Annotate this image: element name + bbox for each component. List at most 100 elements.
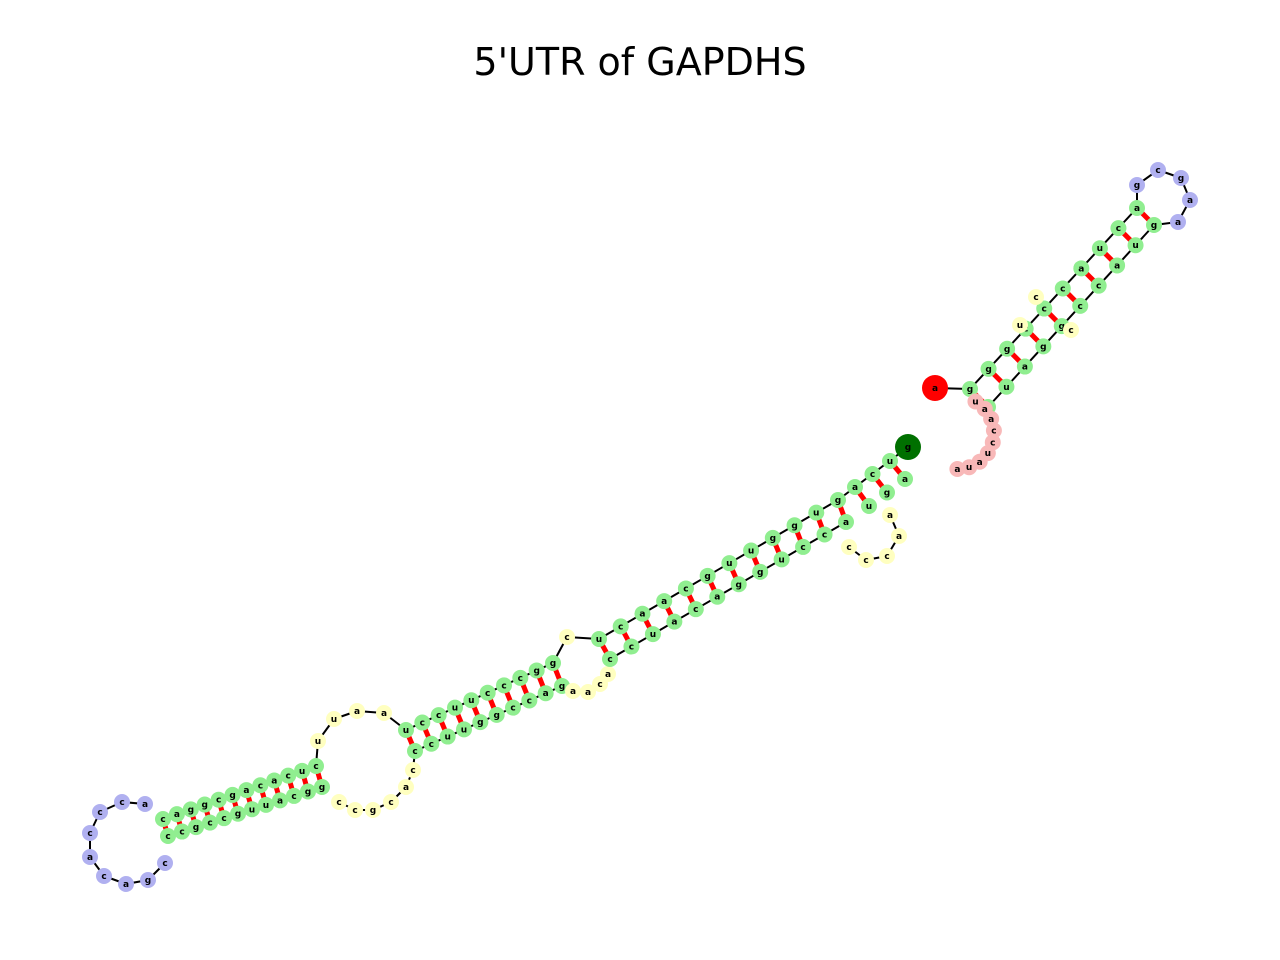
stem-e-nt: a	[1016, 358, 1033, 375]
nucleotide-label: a	[381, 709, 387, 719]
hairpin-a-nt: c	[92, 804, 108, 820]
nucleotide-label: c	[412, 747, 417, 757]
nucleotide-label: c	[179, 828, 184, 838]
stem-a-nt-dot	[238, 782, 255, 799]
stem-a-nt: g	[314, 779, 330, 795]
stem-e-nt-dot	[999, 340, 1016, 357]
stem-b-nt: c	[512, 669, 529, 686]
nucleotide-label: g	[188, 805, 194, 815]
stem-b-nt-dot	[398, 722, 414, 738]
nucleotide-label: c	[410, 766, 415, 776]
stem-e-nt: u	[998, 378, 1015, 395]
nucleotide-label: u	[315, 737, 321, 747]
stem-b-nt-dot	[414, 714, 431, 731]
stem-a-nt: c	[202, 814, 218, 831]
stem-e-nt: c	[1054, 280, 1071, 297]
nucleotide-label: a	[277, 796, 283, 806]
interior-loop-nt-dot	[326, 711, 342, 727]
nucleotide-label: a	[852, 483, 858, 493]
stem-e-nt: c	[1090, 277, 1107, 294]
stem-c-nt: u	[591, 631, 607, 647]
nucleotide-label: a	[543, 689, 549, 699]
nucleotide-label: c	[629, 643, 634, 653]
nucleotide-label: a	[671, 618, 677, 628]
stem-c-nt: g	[699, 567, 716, 584]
stem-a-nt-dot	[160, 828, 176, 844]
nucleotide-label: u	[726, 559, 732, 569]
stem-c-nt: c	[612, 618, 629, 635]
stem-b-nt-dot	[537, 685, 554, 702]
nucleotide-label: g	[791, 521, 797, 531]
nucleotide-label: c	[800, 543, 805, 553]
nucleotide-label: a	[954, 465, 960, 475]
nucleotide-label: c	[336, 798, 341, 808]
nucleotide-label: u	[331, 715, 337, 725]
stem-c-nt-dot	[602, 651, 618, 667]
nucleotide-label: g	[884, 489, 890, 499]
stem-e-nt-dot	[1073, 260, 1090, 277]
dangling-tail-nt-dot	[985, 422, 1002, 439]
nucleotide-label: a	[87, 853, 93, 863]
stem-b-nt-dot	[479, 684, 496, 701]
stem-a-nt: a	[272, 792, 288, 809]
bulge-nt-dot	[1028, 289, 1044, 305]
interior-loop-nt: g	[365, 802, 381, 818]
nucleotide-label: g	[704, 572, 710, 582]
loop-c-nt: a	[882, 507, 898, 523]
nucleotide-label: g	[1040, 342, 1046, 352]
stem-e-nt-dot	[1127, 237, 1144, 254]
nucleotide-label: c	[286, 772, 291, 782]
interior-loop-nt: a	[600, 666, 616, 682]
interior-loop-nt: c	[383, 794, 399, 810]
stem-a-nt: c	[160, 828, 176, 844]
interior-loop-nt: a	[376, 705, 392, 721]
hairpin-e-nt: a	[1170, 214, 1186, 230]
stem-d-nt: u	[861, 498, 877, 514]
nucleotide-label: u	[468, 696, 474, 706]
interior-loop-nt: c	[331, 794, 347, 810]
nucleotide-label: a	[1114, 261, 1120, 271]
hairpin-a-nt-dot	[92, 804, 108, 820]
dangling-tail-nt: u	[961, 459, 978, 476]
nucleotide-label: c	[388, 798, 393, 808]
nucleotide-label: c	[822, 530, 827, 540]
hairpin-a-nt-dot	[96, 868, 112, 884]
stem-a-nt-dot	[168, 806, 185, 823]
stem-d-nt-dot	[897, 471, 913, 487]
nucleotide-label: u	[650, 630, 656, 640]
nucleotide-label: c	[420, 719, 425, 729]
nucleotide-label: a	[887, 511, 893, 521]
nucleotide-label: c	[597, 680, 602, 690]
nucleotide-label: a	[243, 786, 249, 796]
stem-d-nt: c	[864, 466, 881, 482]
nucleotide-label: c	[485, 689, 490, 699]
stem-b-nt: g	[528, 662, 545, 679]
bulge-nt-dot	[1063, 322, 1079, 338]
stem-c-nt-dot	[743, 542, 760, 559]
stem-c-nt: c	[602, 651, 618, 667]
stem-c-nt: a	[656, 593, 673, 610]
nucleotide-label: c	[165, 832, 170, 842]
stem-c-nt: c	[677, 580, 694, 597]
nucleotide-label: c	[870, 470, 875, 480]
stem-c-nt: g	[786, 517, 803, 534]
hairpin-a-nt: a	[137, 796, 153, 812]
interior-loop-nt-dot	[383, 794, 399, 810]
stem-e-nt: a	[1109, 257, 1126, 274]
stem-e-nt: a	[1129, 200, 1145, 216]
nucleotide-label: u	[778, 555, 784, 565]
bulge-nt: c	[1063, 322, 1079, 338]
hairpin-a-nt-dot	[140, 872, 156, 888]
stem-c-nt-dot	[795, 538, 812, 555]
stem-a-nt-dot	[308, 758, 324, 774]
nucleotide-label: a	[977, 458, 983, 468]
stem-a-nt: c	[155, 811, 171, 827]
nucleotide-label: a	[271, 776, 277, 786]
loop-c-nt: c	[879, 548, 895, 564]
stem-c-nt-dot	[816, 526, 833, 543]
stem-b-nt: u	[456, 721, 472, 738]
nucleotide-label: g	[305, 787, 311, 797]
nucleotide-label: a	[174, 810, 180, 820]
stem-b-nt: g	[545, 655, 561, 671]
stem-e-nt: c	[1110, 220, 1127, 237]
